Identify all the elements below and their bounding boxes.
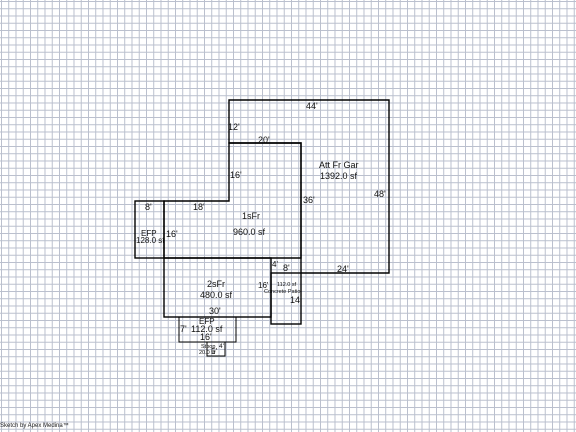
dim-efp-bottom-bottom: 16': [200, 332, 212, 342]
dim-patio-top: 8': [283, 263, 290, 273]
dim-efp-left-top: 8': [145, 202, 152, 212]
first-floor-area: 960.0 sf: [233, 227, 266, 237]
dim-house-right: 36': [303, 195, 315, 205]
footer-credit: Sketch by Apex Medina™: [0, 423, 69, 429]
dim-house-step: 18': [193, 202, 205, 212]
efp-left-name: EFP: [141, 229, 157, 238]
dim-patio-bottom: 14': [290, 295, 302, 305]
dim-garage-bottom: 24': [337, 264, 349, 274]
dim-patio-left: 16': [258, 281, 269, 290]
stoop-area: 20.0 sf: [199, 350, 216, 356]
dim-second-step: 4': [272, 260, 278, 269]
stoop-name: Stoop: [201, 344, 216, 350]
dim-garage-top: 44': [306, 101, 318, 111]
dim-garage-right: 48': [374, 189, 386, 199]
garage-area: 1392.0 sf: [320, 171, 358, 181]
dim-garage-left-step: 12': [228, 122, 240, 132]
dim-house-top: 20': [258, 135, 270, 145]
first-floor-name: 1sFr: [242, 211, 260, 221]
dim-efp-bottom-left: 7': [180, 324, 187, 334]
garage-outline: [228, 99, 390, 274]
stoop-outline: [206, 341, 226, 357]
dim-efp-left-side: 16': [166, 229, 178, 239]
efp-bottom-area: 112.0 sf: [191, 324, 223, 334]
garage-name: Att Fr Gar: [319, 160, 359, 170]
second-floor-area: 480.0 sf: [200, 290, 233, 300]
patio-area: 112.0 sf: [277, 282, 297, 288]
second-floor-name: 2sFr: [207, 279, 225, 289]
first-floor-outline: [163, 142, 302, 259]
dim-house-left-upper: 16': [230, 170, 242, 180]
efp-left-outline: [134, 200, 165, 259]
efp-bottom-name: EFP: [199, 317, 215, 326]
efp-left-area: 128.0 sf: [136, 236, 165, 245]
dim-stoop-bottom: 5': [211, 347, 217, 356]
dim-stoop-side: 4': [219, 343, 224, 350]
patio-outline: [270, 272, 302, 325]
patio-name: Concrete Patio: [264, 289, 301, 295]
dim-second-bottom: 30': [209, 306, 221, 316]
